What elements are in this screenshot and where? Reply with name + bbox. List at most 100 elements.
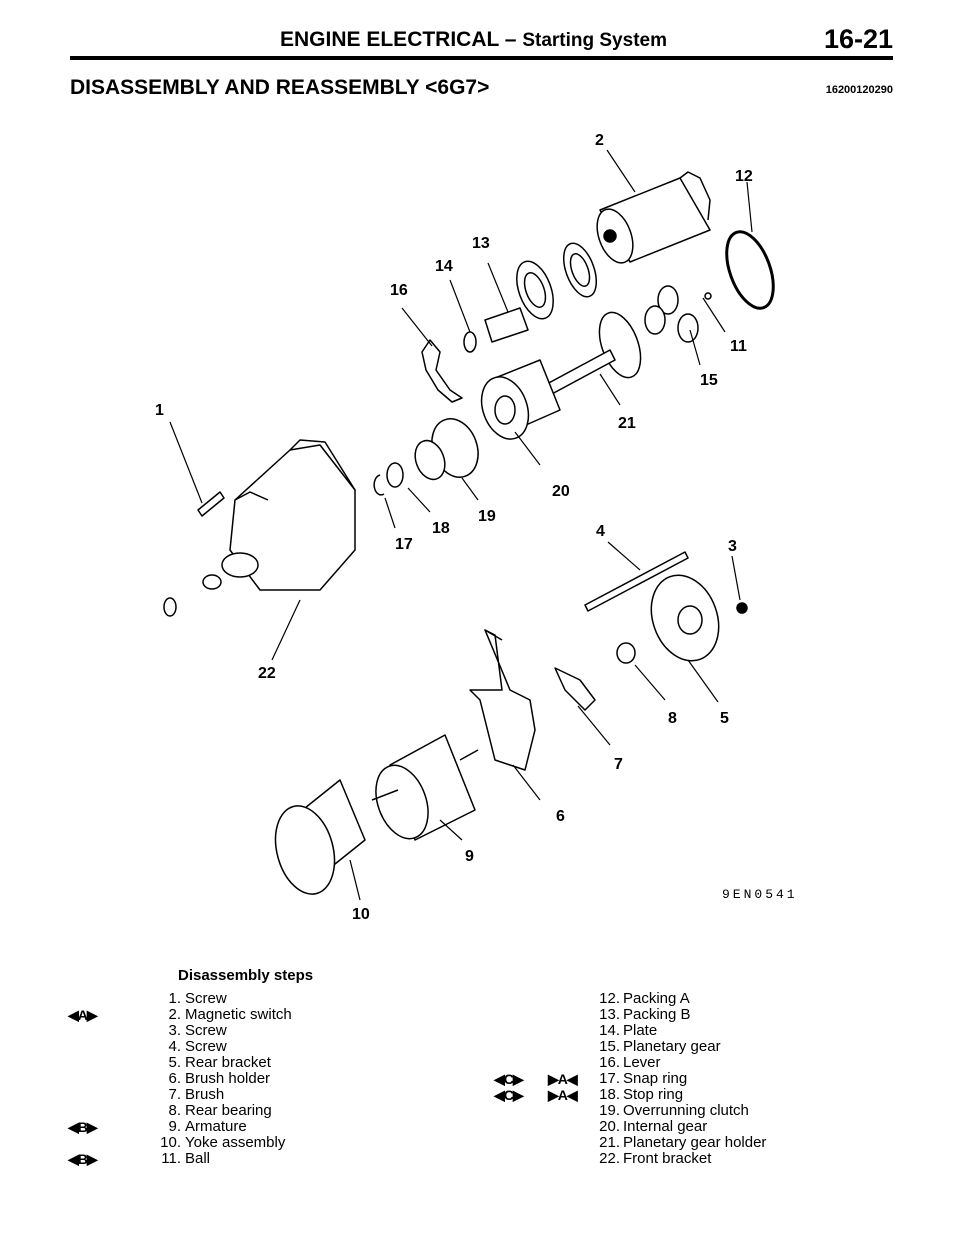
packing-b-part	[484, 307, 529, 343]
callout-1: 1	[155, 402, 164, 419]
brush-part	[554, 667, 596, 711]
callout-13: 13	[472, 235, 490, 252]
reassembly-mark: ▶A◀	[548, 1087, 578, 1103]
step-number: 17.	[599, 1070, 620, 1087]
section-name: ENGINE ELECTRICAL	[280, 28, 499, 51]
callout-12: 12	[735, 168, 753, 185]
callout-19: 19	[478, 508, 496, 525]
service-mark: ◀B▶	[68, 1119, 98, 1135]
step-label: Ball	[185, 1150, 211, 1167]
step-number: 7.	[168, 1086, 181, 1103]
step-row: 16.Lever	[480, 1055, 860, 1071]
step-number: 13.	[599, 1006, 620, 1023]
step-number: 19.	[599, 1102, 620, 1119]
document-code: 16200120290	[825, 84, 893, 96]
step-row: 5.Rear bracket	[60, 1055, 420, 1071]
service-mark: ◀B▶	[68, 1151, 98, 1167]
callout-21: 21	[618, 415, 636, 432]
callout-11: 11	[730, 338, 747, 355]
screw-part	[197, 491, 225, 517]
step-number: 10.	[160, 1134, 181, 1151]
step-label: Brush	[185, 1086, 225, 1103]
step-number: 16.	[599, 1054, 620, 1071]
step-row: 8.Rear bearing	[60, 1103, 420, 1119]
callout-4: 4	[596, 523, 605, 540]
step-row: ◀B▶9.Armature	[60, 1118, 420, 1136]
step-row: 14.Plate	[480, 1023, 860, 1039]
section-title: ENGINE ELECTRICAL – Starting System	[280, 28, 667, 52]
step-label: Snap ring	[623, 1070, 688, 1087]
brush-holder-part	[469, 629, 536, 771]
plate-part	[463, 331, 477, 353]
callout-14: 14	[435, 258, 453, 275]
yoke-assembly-part	[274, 779, 366, 895]
through-bolt-part	[584, 551, 689, 612]
packing-rings	[516, 242, 598, 320]
step-row: 1.Screw	[60, 991, 420, 1007]
step-number: 18.	[599, 1086, 620, 1103]
step-label: Yoke assembly	[185, 1134, 286, 1151]
step-row: 7.Brush	[60, 1087, 420, 1103]
snap-ring-part	[373, 474, 385, 496]
rear-bracket-part	[650, 574, 720, 662]
ball-part	[704, 292, 712, 300]
figure-code: 9EN0541	[722, 887, 798, 902]
step-row: 13.Packing B	[480, 1007, 860, 1023]
page-number: 16-21	[823, 24, 893, 54]
step-row: ◀A▶2.Magnetic switch	[60, 1006, 420, 1024]
disassembly-mark: ◀C▶	[494, 1087, 524, 1103]
internal-gear-part	[480, 359, 561, 440]
page-header: ENGINE ELECTRICAL – Starting System 16-2…	[70, 24, 893, 60]
step-number: 15.	[599, 1038, 620, 1055]
step-number: 6.	[168, 1070, 181, 1087]
packing-a-ring	[725, 230, 775, 310]
o-ring-part	[163, 597, 177, 617]
step-label: Rear bearing	[185, 1102, 272, 1119]
step-number: 8.	[168, 1102, 181, 1119]
step-row: ◀B▶11.Ball	[60, 1150, 420, 1168]
step-number: 21.	[599, 1134, 620, 1151]
callout-3: 3	[728, 538, 737, 555]
step-number: 1.	[168, 990, 181, 1007]
step-number: 5.	[168, 1054, 181, 1071]
section-dash: –	[498, 28, 523, 51]
magnetic-switch-part	[596, 171, 711, 264]
overrunning-clutch-part	[414, 418, 479, 481]
step-number: 4.	[168, 1038, 181, 1055]
leader-lines	[169, 149, 753, 901]
planetary-gear-holder	[544, 311, 642, 396]
step-label: Armature	[185, 1118, 247, 1135]
rear-bearing-part	[616, 642, 636, 664]
stop-ring-part	[386, 462, 404, 488]
callout-7: 7	[614, 756, 623, 773]
step-label: Packing B	[623, 1006, 691, 1023]
step-number: 14.	[599, 1022, 620, 1039]
step-label: Planetary gear	[623, 1038, 721, 1055]
step-label: Magnetic switch	[185, 1006, 292, 1023]
step-row: 4.Screw	[60, 1039, 420, 1055]
step-label: Rear bracket	[185, 1054, 271, 1071]
step-row: 22.Front bracket	[480, 1151, 860, 1167]
lever-part	[421, 339, 463, 403]
reassembly-mark: ▶A◀	[548, 1071, 578, 1087]
starter-motor-illustration	[163, 149, 775, 901]
callout-18: 18	[432, 520, 450, 537]
step-label: Packing A	[623, 990, 690, 1007]
step-row: 21.Planetary gear holder	[480, 1135, 860, 1151]
callout-22: 22	[258, 665, 276, 682]
subsection-name: Starting System	[522, 30, 667, 51]
step-row: 10.Yoke assembly	[60, 1135, 420, 1151]
callout-10: 10	[352, 906, 370, 923]
exploded-diagram: 2 12 13 14 16 11 15 1 21 20 19 18 17 4 3…	[140, 120, 840, 940]
step-row: 15.Planetary gear	[480, 1039, 860, 1055]
step-row: 12.Packing A	[480, 991, 860, 1007]
armature-part	[371, 734, 479, 841]
step-label: Lever	[623, 1054, 661, 1071]
callout-16: 16	[390, 282, 408, 299]
step-row: ◀C▶▶A◀18.Stop ring	[480, 1086, 860, 1104]
step-number: 22.	[599, 1150, 620, 1167]
callout-17: 17	[395, 536, 413, 553]
steps-left-column: 1.Screw ◀A▶2.Magnetic switch 3.Screw 4.S…	[60, 991, 420, 1168]
step-row: ◀C▶▶A◀17.Snap ring	[480, 1070, 860, 1088]
step-label: Front bracket	[623, 1150, 712, 1167]
